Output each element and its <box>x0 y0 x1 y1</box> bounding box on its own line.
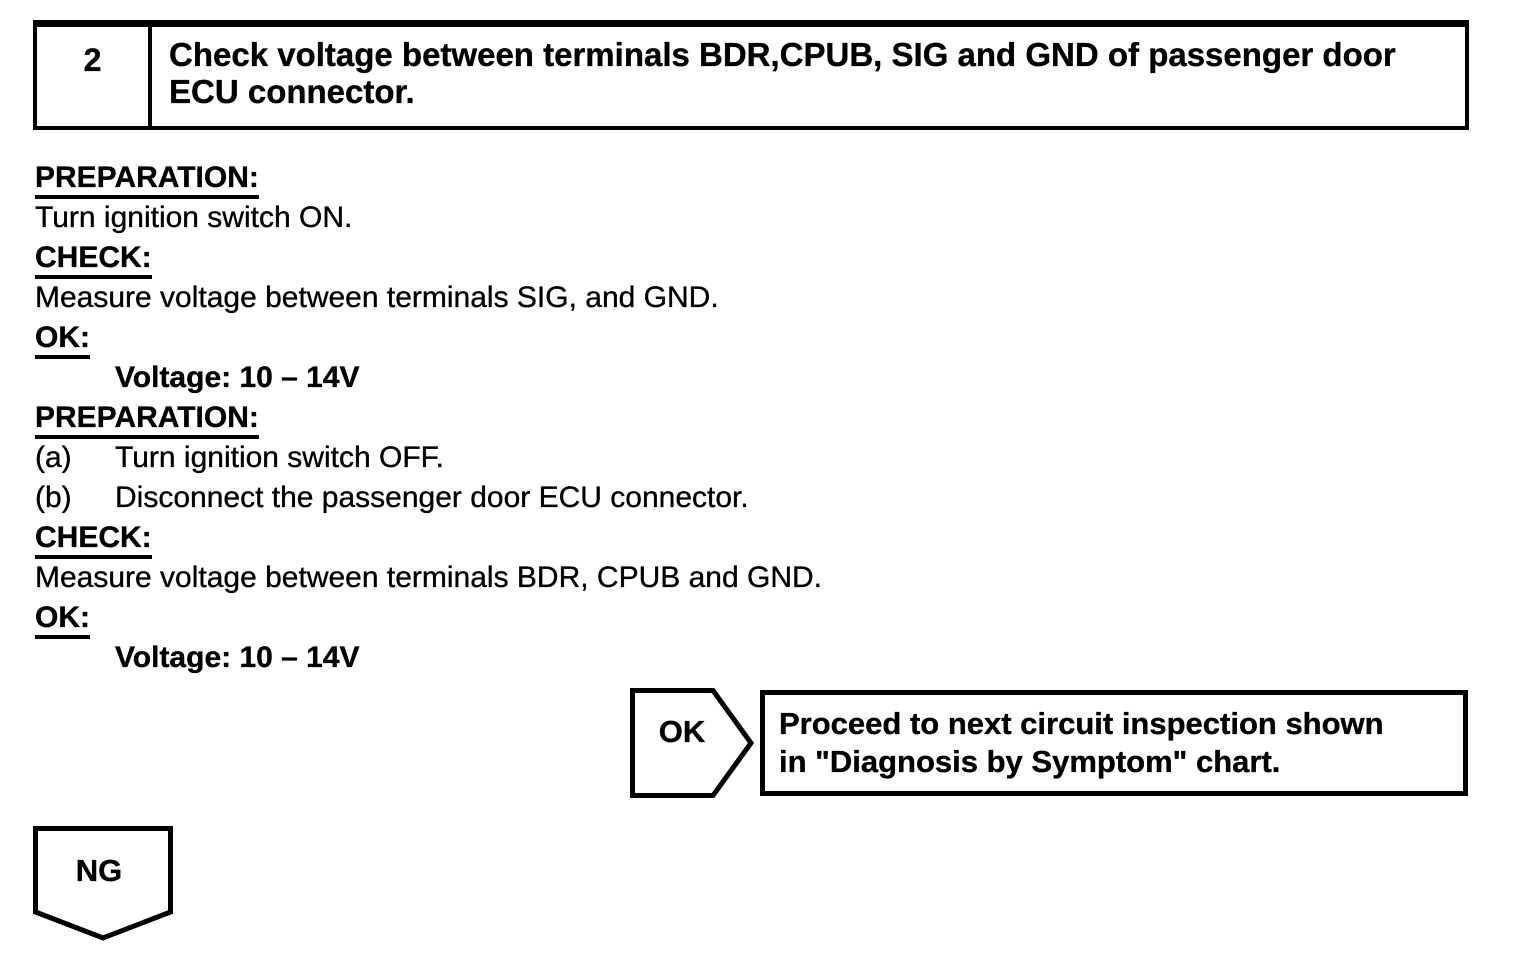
check-1-text: Measure voltage between terminals SIG, a… <box>35 281 719 314</box>
ng-connector-label: NG <box>75 853 123 888</box>
preparation-2-row: PREPARATION: <box>35 398 1015 439</box>
voltage-spec-1: Voltage: 10 – 14V <box>115 361 360 394</box>
ok-1-heading: OK: <box>35 321 90 359</box>
voltage-spec-2: Voltage: 10 – 14V <box>115 641 360 674</box>
substep-b-text: Disconnect the passenger door ECU connec… <box>115 481 749 514</box>
ok-result-line-2: in "Diagnosis by Symptom" chart. <box>779 744 1281 779</box>
ok-arrow-shape <box>630 688 754 798</box>
ok-2-heading: OK: <box>35 601 90 639</box>
substep-a: (a) Turn ignition switch OFF. <box>35 438 1015 478</box>
step-header-box: 2 Check voltage between terminals BDR,CP… <box>33 20 1469 130</box>
check-2-row: CHECK: <box>35 518 1015 559</box>
substep-b: (b) Disconnect the passenger door ECU con… <box>35 478 1015 518</box>
ng-connector: NG <box>33 826 173 941</box>
instruction-list: PREPARATION: Turn ignition switch ON. CH… <box>35 158 1015 678</box>
ok-connector: OK <box>630 688 754 798</box>
substep-a-text: Turn ignition switch OFF. <box>115 441 444 474</box>
ok-2-row: OK: <box>35 598 1015 639</box>
substep-a-marker: (a) <box>35 441 72 474</box>
check-1-heading: CHECK: <box>35 241 152 279</box>
preparation-1-heading: PREPARATION: <box>35 161 259 199</box>
step-title: Check voltage between terminals BDR,CPUB… <box>169 36 1396 110</box>
check-2-heading: CHECK: <box>35 521 152 559</box>
ok-result-line-1: Proceed to next circuit inspection shown <box>779 706 1384 741</box>
check-2-text: Measure voltage between terminals BDR, C… <box>35 561 823 594</box>
ok-connector-label: OK <box>658 714 706 749</box>
ng-arrow-shape <box>33 826 173 941</box>
check-1-row: CHECK: <box>35 238 1015 279</box>
preparation-2-heading: PREPARATION: <box>35 401 259 439</box>
ok-result-box: Proceed to next circuit inspection shown… <box>760 690 1468 796</box>
preparation-1-text: Turn ignition switch ON. <box>35 201 353 234</box>
substep-b-marker: (b) <box>35 481 72 514</box>
ok-1-row: OK: <box>35 318 1015 359</box>
step-number: 2 <box>37 27 152 126</box>
preparation-1-row: PREPARATION: <box>35 158 1015 199</box>
